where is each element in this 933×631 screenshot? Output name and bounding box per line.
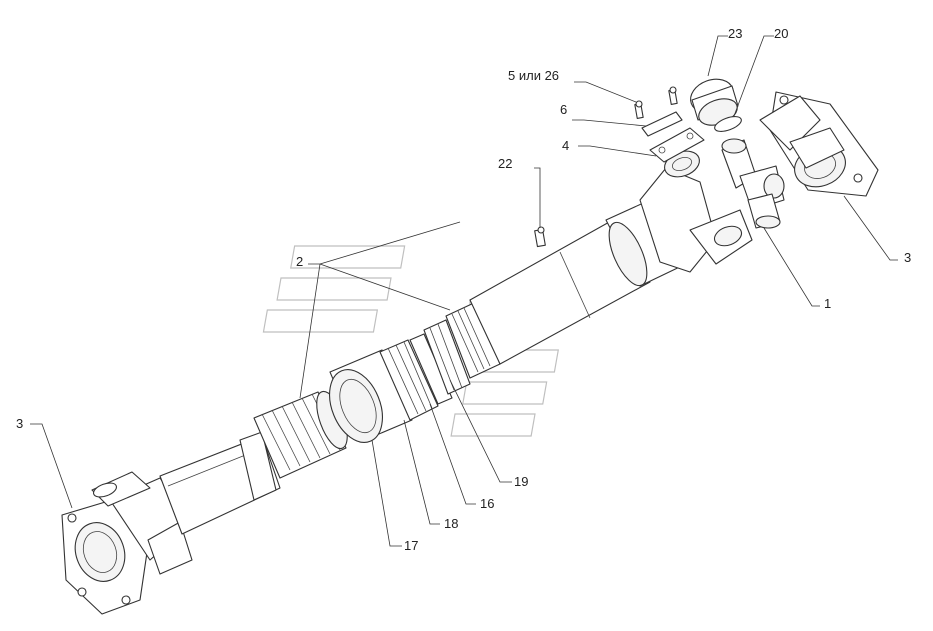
grease-fitting [534, 226, 546, 248]
shaft-tube [159, 431, 281, 535]
label-23: 23 [728, 26, 742, 41]
label-17: 17 [404, 538, 418, 553]
label-3-left: 3 [16, 416, 23, 431]
label-20: 20 [774, 26, 788, 41]
universal-joint-cross [721, 138, 785, 229]
lock-plate-group [634, 86, 705, 163]
bearing-cup [690, 78, 742, 132]
bearing [423, 319, 471, 395]
flange-yoke-right [759, 91, 879, 197]
label-1: 1 [824, 296, 831, 311]
label-2: 2 [296, 254, 303, 269]
label-19: 19 [514, 474, 528, 489]
main-tube [445, 199, 691, 379]
label-22: 22 [498, 156, 512, 171]
splined-shaft [253, 390, 348, 479]
label-5-or-26: 5 или 26 [508, 68, 559, 83]
label-6: 6 [560, 102, 567, 117]
label-16: 16 [480, 496, 494, 511]
slip-yoke [639, 150, 753, 273]
leader-lines [30, 35, 898, 547]
callout-labels: 3 2 19 16 18 17 22 4 6 5 или 26 23 20 1 … [16, 26, 911, 553]
label-3-right: 3 [904, 250, 911, 265]
label-18: 18 [444, 516, 458, 531]
seal-rings [379, 333, 453, 421]
label-4: 4 [562, 138, 569, 153]
